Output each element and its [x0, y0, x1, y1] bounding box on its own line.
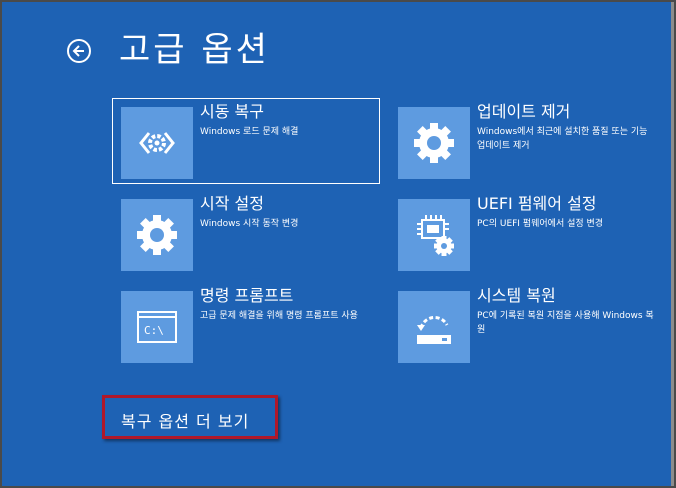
option-tile [398, 199, 470, 271]
back-arrow-icon [72, 45, 84, 57]
option-title: 업데이트 제거 [477, 102, 571, 121]
prompt-text: C:\ [144, 324, 164, 337]
option-tile [398, 107, 470, 179]
option-description: Windows 시작 동작 변경 [200, 219, 299, 229]
option-tile: C:\ [121, 291, 193, 363]
back-button[interactable] [67, 39, 91, 63]
option-tile [121, 107, 193, 179]
option-description: PC에 기록된 복원 지점을 사용해 Windows 복원 [477, 311, 654, 335]
option-startup-repair[interactable]: 시동 복구 Windows 로드 문제 해결 [112, 98, 380, 184]
option-tile [121, 199, 193, 271]
more-recovery-options-link[interactable]: 복구 옵션 더 보기 [102, 395, 278, 439]
option-startup-settings[interactable]: 시작 설정 Windows 시작 동작 변경 [113, 191, 379, 275]
startup-repair-icon [139, 132, 175, 154]
gear-icon [137, 215, 177, 255]
option-title: UEFI 펌웨어 설정 [477, 194, 597, 213]
option-description: Windows에서 최근에 설치한 품질 또는 기능 업데이트 제거 [477, 127, 648, 151]
option-command-prompt[interactable]: C:\ 명령 프롬프트 고급 문제 해결을 위해 명령 프롬프트 사용 [113, 283, 379, 367]
option-description: Windows 로드 문제 해결 [200, 127, 299, 137]
option-uninstall-updates[interactable]: 업데이트 제거 Windows에서 최근에 설치한 품질 또는 기능 업데이트 … [390, 99, 660, 183]
option-title: 시동 복구 [200, 102, 264, 121]
gear-icon [414, 123, 454, 163]
option-description: 고급 문제 해결을 위해 명령 프롬프트 사용 [200, 311, 358, 321]
firmware-chip-gear-icon [417, 215, 454, 256]
option-system-restore[interactable]: 시스템 복원 PC에 기록된 복원 지점을 사용해 Windows 복원 [390, 283, 660, 367]
option-title: 시작 설정 [200, 194, 264, 213]
option-title: 명령 프롬프트 [200, 286, 294, 305]
option-uefi-firmware-settings[interactable]: UEFI 펌웨어 설정 PC의 UEFI 펌웨어에서 설정 변경 [390, 191, 660, 275]
more-recovery-options-label: 복구 옵션 더 보기 [121, 412, 250, 431]
option-title: 시스템 복원 [477, 286, 556, 305]
command-prompt-icon: C:\ [137, 311, 177, 343]
option-tile [398, 291, 470, 363]
option-description: PC의 UEFI 펌웨어에서 설정 변경 [477, 219, 604, 229]
system-restore-icon [417, 315, 451, 344]
page-title: 고급 옵션 [119, 30, 270, 70]
